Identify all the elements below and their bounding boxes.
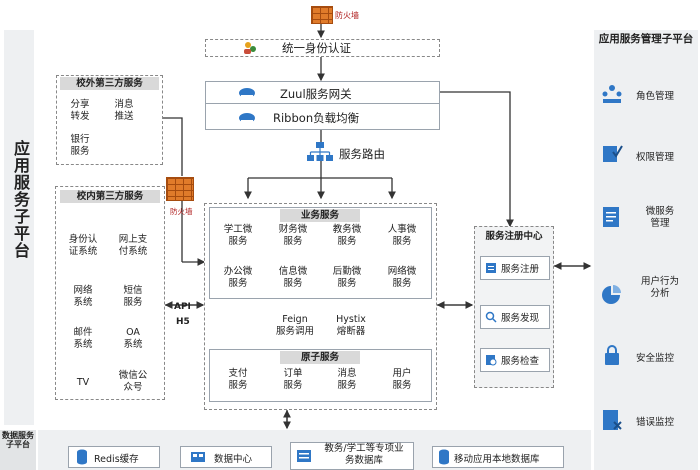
data-item-redis-label: Redis缓存 — [94, 454, 139, 465]
auth-box — [205, 39, 440, 57]
firewall-top-label: 防火墙 — [335, 11, 359, 20]
hystix-label-line2: 熔断器 — [336, 326, 366, 337]
internal-service-mail: 邮件 系统 — [73, 327, 93, 350]
registry-discover: 服务发现 — [480, 305, 550, 329]
data-platform-title: 数据服务子平台 — [2, 431, 34, 449]
registry-discover-label: 服务发现 — [501, 313, 540, 324]
internal-services-box — [55, 186, 165, 400]
right-management-panel — [594, 30, 698, 470]
firewall-left-label: 防火墙 — [170, 207, 193, 216]
business-service-network: 网络微 服务 — [387, 266, 417, 289]
external-service-bank: 银行 服务 — [70, 134, 90, 157]
internal-service-payment: 网上支 付系统 — [118, 234, 148, 257]
business-service-finance: 财务微 服务 — [278, 224, 308, 247]
firewall-left-icon — [166, 177, 194, 201]
external-services-title: 校外第三方服务 — [60, 77, 159, 90]
atomic-services-box — [209, 349, 432, 402]
internal-services-title: 校内第三方服务 — [60, 190, 160, 203]
data-item-academic-db-label: 教务/学工等专项业 务数据库 — [324, 443, 404, 466]
atomic-service-order: 订单 服务 — [283, 368, 303, 391]
external-service-push: 消息 推送 — [114, 99, 134, 122]
firewall-top-icon — [311, 6, 333, 24]
data-center-icon — [191, 452, 205, 462]
right-item-security: 安全监控 — [636, 353, 675, 364]
mobile-db-icon — [439, 449, 449, 465]
user-behavior-analysis-icon — [602, 285, 621, 304]
right-panel-title: 应用服务管理子平台 — [598, 33, 694, 45]
internal-service-oa: OA 系统 — [123, 327, 143, 350]
data-item-mobile-db — [432, 446, 564, 468]
business-service-info: 信息微 服务 — [278, 266, 308, 289]
feign-label-line2: 服务调用 — [275, 326, 314, 337]
ribbon-cloud-icon — [239, 113, 255, 123]
zuul-row — [205, 81, 440, 104]
register-icon — [486, 263, 496, 273]
internal-service-wechat: 微信公 众号 — [118, 370, 148, 393]
routing-tree-icon — [307, 142, 333, 161]
permission-management-icon — [603, 145, 623, 162]
business-service-academic: 教务微 服务 — [332, 224, 362, 247]
business-service-student: 学工微 服务 — [223, 224, 253, 247]
left-sidebar-title: 应用服务子平台 — [11, 140, 30, 259]
auth-label: 统一身份认证 — [282, 41, 351, 55]
external-services-box — [56, 75, 163, 165]
right-item-error: 错误监控 — [636, 417, 675, 428]
atomic-services-title: 原子服务 — [280, 351, 360, 364]
registry-check: 服务检查 — [480, 348, 550, 372]
external-service-share: 分享 转发 — [70, 99, 90, 122]
business-service-hr: 人事微 服务 — [387, 224, 417, 247]
zuul-label: Zuul服务网关 — [280, 87, 352, 101]
role-management-icon — [602, 85, 622, 103]
redis-db-icon — [77, 449, 87, 465]
auth-people-icon — [244, 42, 256, 54]
data-item-center — [180, 446, 272, 468]
internal-service-sms: 短信 服务 — [123, 285, 143, 308]
academic-db-icon — [297, 450, 311, 462]
internal-service-identity: 身份认 证系统 — [68, 234, 98, 257]
left-sidebar-panel — [4, 30, 34, 425]
api-label: API — [174, 302, 191, 312]
right-item-microservice: 微服务 管理 — [645, 206, 675, 229]
data-item-center-label: 数据中心 — [214, 454, 253, 465]
data-item-redis — [68, 446, 160, 468]
business-service-logistics: 后勤微 服务 — [332, 266, 362, 289]
atomic-service-user: 用户 服务 — [392, 368, 412, 391]
internal-service-network: 网络 系统 — [73, 285, 93, 308]
error-monitoring-icon — [603, 410, 622, 430]
h5-label: H5 — [176, 317, 190, 327]
service-container-box — [204, 203, 437, 410]
business-services-title: 业务服务 — [280, 209, 360, 222]
right-item-permission: 权限管理 — [636, 152, 675, 163]
atomic-service-message: 消息 服务 — [337, 368, 357, 391]
security-monitoring-icon — [605, 345, 619, 365]
right-item-user-behavior: 用户行为 分析 — [640, 276, 679, 299]
data-item-mobile-db-label: 移动应用本地数据库 — [454, 454, 540, 465]
internal-service-tv: TV — [76, 377, 90, 388]
atomic-service-payment: 支付 服务 — [228, 368, 248, 391]
business-service-office: 办公微 服务 — [223, 266, 253, 289]
microservice-management-icon — [603, 207, 619, 227]
discover-icon — [485, 311, 497, 323]
registry-title: 服务注册中心 — [485, 231, 543, 242]
hystix-label-line1: Hystix — [336, 314, 366, 325]
registry-check-label: 服务检查 — [501, 356, 540, 367]
business-services-box — [209, 207, 432, 299]
registry-register-label: 服务注册 — [501, 264, 540, 275]
data-platform-title-block — [0, 430, 36, 470]
right-item-role: 角色管理 — [636, 91, 675, 102]
zuul-cloud-icon — [239, 88, 255, 98]
routing-label: 服务路由 — [339, 147, 385, 161]
registry-register: 服务注册 — [480, 256, 550, 280]
ribbon-label: Ribbon负载均衡 — [273, 111, 360, 125]
feign-label-line1: Feign — [282, 314, 308, 325]
check-icon — [486, 355, 497, 366]
